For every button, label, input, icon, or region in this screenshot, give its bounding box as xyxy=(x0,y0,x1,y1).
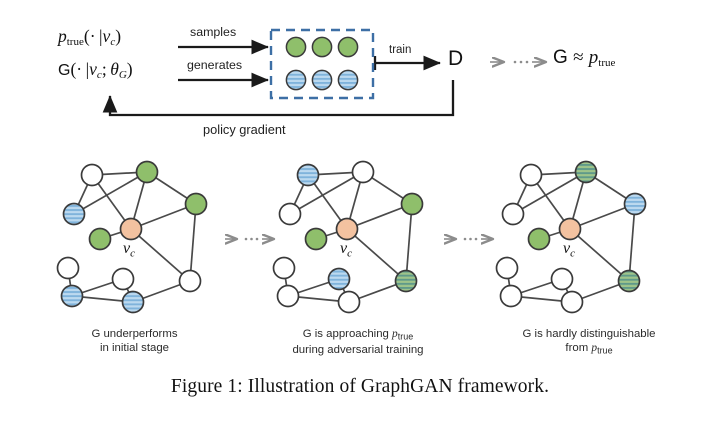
graph-node xyxy=(121,290,145,314)
graph-node xyxy=(304,227,328,251)
graph-node xyxy=(574,160,598,184)
graph-node xyxy=(88,227,112,251)
graph-node xyxy=(501,202,525,226)
stage-transition-arrow-1 xyxy=(225,238,273,241)
figure-caption: Figure 1: Illustration of GraphGAN frame… xyxy=(170,376,550,397)
stage-adversarial-caption-line1: G is approaching ptrue xyxy=(302,328,414,342)
stage-initial-caption-line1: G underperforms xyxy=(91,328,178,340)
graph-node xyxy=(623,192,647,216)
generates-label: generates xyxy=(187,58,243,72)
graph-node xyxy=(495,256,519,280)
flow-ellipsis-arrow xyxy=(490,61,545,64)
graph-node xyxy=(278,202,302,226)
train-label: train xyxy=(389,44,412,56)
graph-node xyxy=(56,256,80,280)
generator-formula: G(· |vc; θG) xyxy=(58,59,133,82)
samples-label: samples xyxy=(190,25,237,39)
graph-node xyxy=(394,269,418,293)
stage-adversarial-caption: G is approaching ptrue during adversaria… xyxy=(253,328,463,357)
graph-node xyxy=(327,267,351,291)
graph-center-node xyxy=(558,217,582,241)
stage-converged-graph xyxy=(495,160,647,314)
graph-node xyxy=(60,284,84,308)
stage-transition-arrow-2 xyxy=(444,238,492,241)
stage-converged-caption-line1: G is hardly distinguishable xyxy=(522,328,656,340)
graph-node xyxy=(135,160,159,184)
true-sample-2 xyxy=(311,36,333,58)
graph-node xyxy=(337,290,361,314)
graph-node xyxy=(272,256,296,280)
graph-node xyxy=(617,269,641,293)
graph-node xyxy=(276,284,300,308)
graph-node xyxy=(527,227,551,251)
stage-initial-caption: G underperforms in initial stage xyxy=(42,328,227,355)
graph-node xyxy=(80,163,104,187)
train-arrow xyxy=(373,55,441,71)
graph-node xyxy=(296,163,320,187)
graph-nodes xyxy=(495,160,647,314)
stage-initial-graph xyxy=(56,160,208,314)
graph-node xyxy=(111,267,135,291)
graph-nodes xyxy=(272,160,424,314)
graph-nodes xyxy=(56,160,208,314)
stage-adversarial-center-label: vc xyxy=(340,240,352,260)
graph-node xyxy=(519,163,543,187)
stage-converged-caption: G is hardly distinguishable from ptrue xyxy=(478,328,700,357)
policy-gradient-arrow xyxy=(102,80,455,117)
discriminator-label: D xyxy=(448,47,464,70)
graph-node xyxy=(178,269,202,293)
graph-node xyxy=(560,290,584,314)
graph-center-node xyxy=(335,217,359,241)
generated-sample-2 xyxy=(311,69,333,91)
graph-node xyxy=(550,267,574,291)
stage-adversarial-graph xyxy=(272,160,424,314)
sample-box xyxy=(269,28,375,100)
graph-node xyxy=(499,284,523,308)
policy-gradient-label: policy gradient xyxy=(203,122,286,137)
graph-node xyxy=(184,192,208,216)
stage-initial-caption-line2: in initial stage xyxy=(99,341,170,354)
generated-sample-1 xyxy=(285,69,307,91)
result-label: G ≈ ptrue xyxy=(553,47,616,70)
graph-node xyxy=(351,160,375,184)
ptrue-formula: ptrue(· |vc) xyxy=(58,26,122,49)
generated-sample-3 xyxy=(337,69,359,91)
graph-node xyxy=(400,192,424,216)
stage-adversarial-caption-line2: during adversarial training xyxy=(292,343,424,356)
true-sample-3 xyxy=(337,36,359,58)
graph-node xyxy=(62,202,86,226)
stage-initial-center-label: vc xyxy=(123,240,135,260)
stage-converged-center-label: vc xyxy=(563,240,575,260)
true-sample-1 xyxy=(285,36,307,58)
stage-converged-caption-line2: from ptrue xyxy=(565,341,613,355)
graph-center-node xyxy=(119,217,143,241)
